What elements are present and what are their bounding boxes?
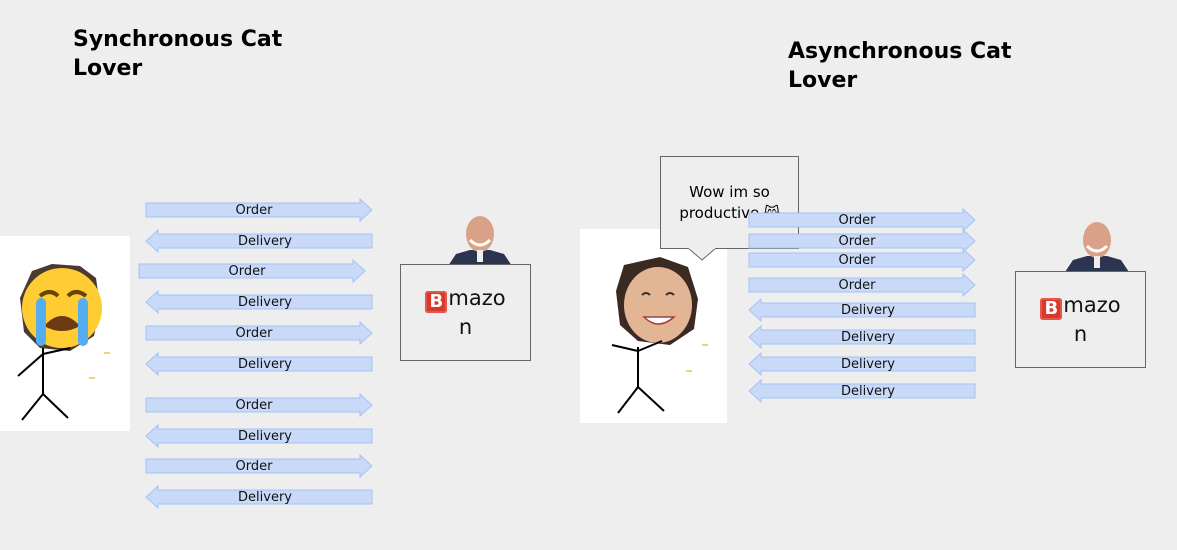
sync-title-line1: Synchronous Cat bbox=[73, 27, 283, 52]
sparkle bbox=[89, 377, 95, 379]
arrow-label: Order bbox=[235, 458, 273, 474]
delivery-arrow: Delivery bbox=[748, 378, 976, 404]
arrow-label: Delivery bbox=[841, 329, 895, 345]
arrow-shape bbox=[748, 207, 976, 233]
delivery-arrow: Delivery bbox=[145, 228, 373, 254]
arrow-shape bbox=[145, 228, 373, 254]
speech-bubble-tail bbox=[688, 247, 717, 261]
arrow-label: Delivery bbox=[238, 428, 292, 444]
order-arrow: Order bbox=[748, 228, 976, 254]
order-arrow: Order bbox=[145, 453, 373, 479]
arrow-shape bbox=[748, 324, 976, 350]
arrow-shape bbox=[145, 392, 373, 418]
delivery-arrow: Delivery bbox=[748, 297, 976, 323]
crying-emoji-stick-figure bbox=[17, 264, 102, 421]
b-button-icon: B bbox=[1040, 297, 1063, 320]
delivery-arrow: Delivery bbox=[145, 351, 373, 377]
arrow-shape bbox=[748, 228, 976, 254]
company-name-line1: mazo bbox=[1063, 292, 1121, 317]
arrow-shape bbox=[138, 258, 366, 284]
delivery-arrow: Delivery bbox=[145, 423, 373, 449]
sync-title-line2: Lover bbox=[73, 56, 143, 81]
b-button-icon: B bbox=[425, 290, 448, 313]
arrow-shape bbox=[145, 197, 373, 223]
arrow-label: Order bbox=[235, 397, 273, 413]
happy-face-stick-figure bbox=[611, 257, 698, 414]
arrow-shape bbox=[748, 297, 976, 323]
company-name-line2: n bbox=[1073, 321, 1088, 346]
arrow-label: Delivery bbox=[238, 489, 292, 505]
order-arrow: Order bbox=[748, 247, 976, 273]
order-arrow: Order bbox=[138, 258, 366, 284]
sparkle bbox=[104, 352, 110, 354]
order-arrow: Order bbox=[145, 320, 373, 346]
delivery-arrow: Delivery bbox=[145, 484, 373, 510]
sparkle bbox=[702, 344, 708, 346]
arrow-shape bbox=[145, 423, 373, 449]
order-arrow: Order bbox=[748, 207, 976, 233]
async-title: Asynchronous Cat Lover bbox=[788, 37, 1012, 95]
arrow-label: Delivery bbox=[841, 302, 895, 318]
company-name-line1: mazo bbox=[448, 285, 506, 310]
arrow-shape bbox=[145, 453, 373, 479]
bezos-photo bbox=[448, 210, 512, 266]
async-title-line2: Lover bbox=[788, 68, 858, 93]
delivery-arrow: Delivery bbox=[748, 324, 976, 350]
sync-person-panel bbox=[0, 236, 130, 431]
order-arrow: Order bbox=[145, 197, 373, 223]
delivery-arrow: Delivery bbox=[748, 351, 976, 377]
async-person-panel bbox=[580, 229, 727, 423]
speech-line1: Wow im so bbox=[689, 182, 770, 201]
order-arrow: Order bbox=[145, 392, 373, 418]
company-name-line2: n bbox=[458, 314, 473, 339]
arrow-label: Order bbox=[838, 212, 876, 228]
delivery-arrow: Delivery bbox=[145, 289, 373, 315]
bezos-photo bbox=[1065, 216, 1129, 272]
arrow-shape bbox=[145, 484, 373, 510]
arrow-shape bbox=[145, 351, 373, 377]
arrow-label: Delivery bbox=[841, 356, 895, 372]
arrow-shape bbox=[748, 378, 976, 404]
arrow-shape bbox=[748, 272, 976, 298]
arrow-label: Delivery bbox=[841, 383, 895, 399]
arrow-label: Delivery bbox=[238, 356, 292, 372]
arrow-label: Delivery bbox=[238, 233, 292, 249]
arrow-shape bbox=[145, 289, 373, 315]
arrow-label: Order bbox=[235, 202, 273, 218]
arrow-label: Order bbox=[228, 263, 266, 279]
order-arrow: Order bbox=[748, 272, 976, 298]
arrow-shape bbox=[748, 351, 976, 377]
arrow-shape bbox=[145, 320, 373, 346]
arrow-label: Delivery bbox=[238, 294, 292, 310]
async-title-line1: Asynchronous Cat bbox=[788, 39, 1012, 64]
arrow-label: Order bbox=[838, 277, 876, 293]
sync-title: Synchronous Cat Lover bbox=[73, 25, 282, 83]
arrow-label: Order bbox=[838, 252, 876, 268]
arrow-shape bbox=[748, 247, 976, 273]
sparkle bbox=[686, 370, 692, 372]
arrow-label: Order bbox=[235, 325, 273, 341]
arrow-label: Order bbox=[838, 233, 876, 249]
